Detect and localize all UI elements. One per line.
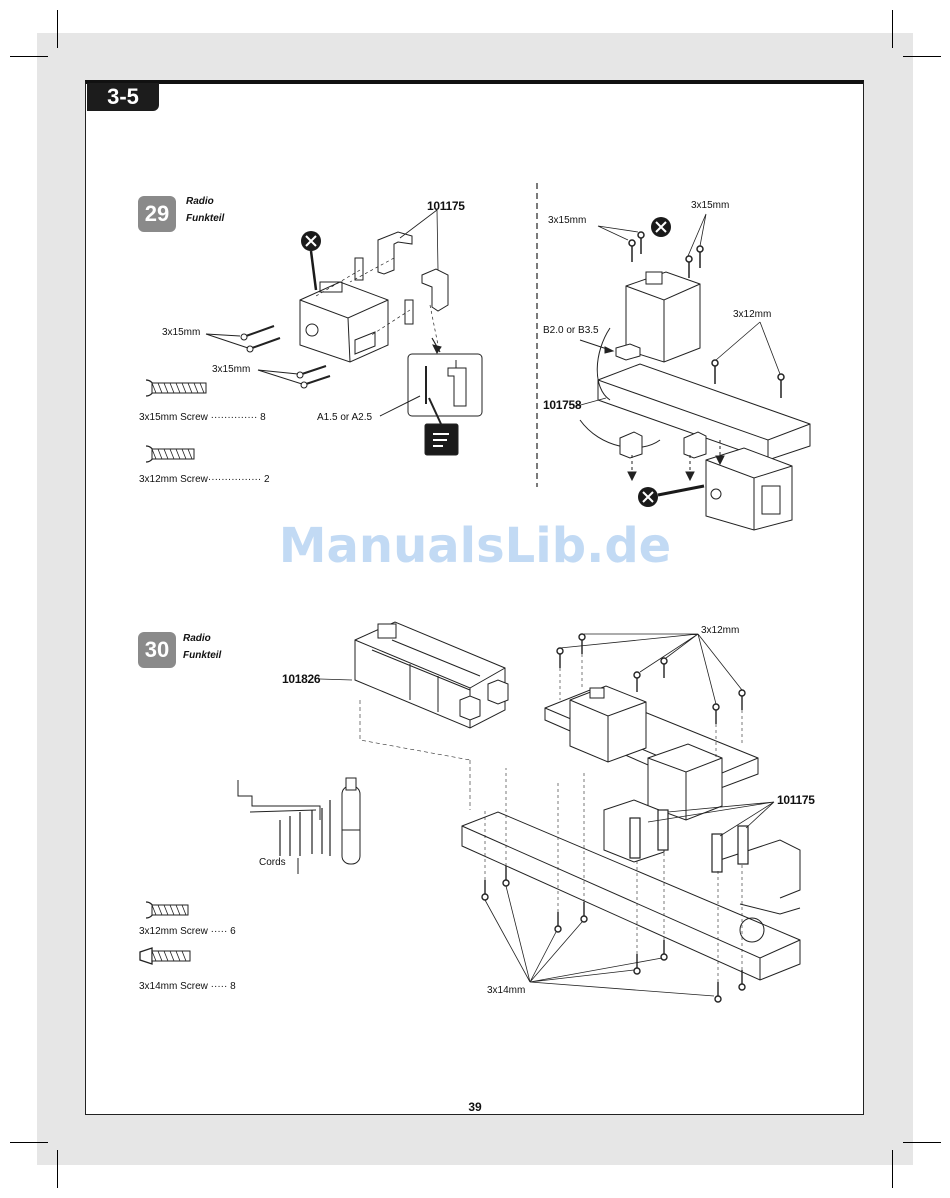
servo-drawing-left — [300, 282, 388, 362]
label-3x14mm: 3x14mm — [487, 985, 525, 996]
legend-qty: 8 — [260, 412, 266, 423]
legend-row: 3x15mm Screw ·············· 8 — [139, 412, 266, 423]
legend-row: 3x12mm Screw················ 2 — [139, 474, 270, 485]
servo-plate-drawing — [545, 686, 758, 820]
label-3x15mm: 3x15mm — [691, 200, 729, 211]
step-29-badge: 29 — [138, 196, 176, 232]
part-number-101758: 101758 — [543, 398, 581, 412]
label-3x15mm: 3x15mm — [162, 327, 200, 338]
receiver-box-drawing — [355, 622, 508, 728]
step-30-title-de: Funkteil — [183, 647, 221, 664]
cords-inset — [238, 778, 360, 874]
legend-qty: 2 — [264, 474, 270, 485]
legend-name: 3x12mm Screw — [139, 474, 208, 485]
legend-row: 3x14mm Screw ····· 8 — [139, 981, 236, 992]
step-29-title-en: Radio — [186, 193, 224, 210]
step-30-title: Radio Funkteil — [183, 630, 221, 664]
label-horn: B2.0 or B3.5 — [543, 325, 599, 336]
label-3x15mm: 3x15mm — [212, 364, 250, 375]
part-number-101175: 101175 — [777, 793, 815, 807]
legend-qty: 8 — [230, 981, 236, 992]
legend-name: 3x14mm Screw — [139, 981, 208, 992]
part-number-101175: 101175 — [427, 199, 465, 213]
step-30-title-en: Radio — [183, 630, 221, 647]
step-29-title: Radio Funkteil — [186, 193, 224, 227]
legend-qty: 6 — [230, 926, 236, 937]
legend-name: 3x12mm Screw — [139, 926, 208, 937]
label-3x12mm: 3x12mm — [733, 309, 771, 320]
page-number: 39 — [0, 1100, 950, 1114]
label-3x12mm: 3x12mm — [701, 625, 739, 636]
step-29-title-de: Funkteil — [186, 210, 224, 227]
legend-row: 3x12mm Screw ····· 6 — [139, 926, 236, 937]
label-cords: Cords — [259, 857, 286, 868]
label-3x15mm: 3x15mm — [548, 215, 586, 226]
part-number-101826: 101826 — [282, 672, 320, 686]
step-30-badge: 30 — [138, 632, 176, 668]
legend-name: 3x15mm Screw — [139, 412, 208, 423]
watermark: ManualsLib.de — [0, 518, 950, 574]
label-servo-arm: A1.5 or A2.5 — [317, 412, 372, 423]
